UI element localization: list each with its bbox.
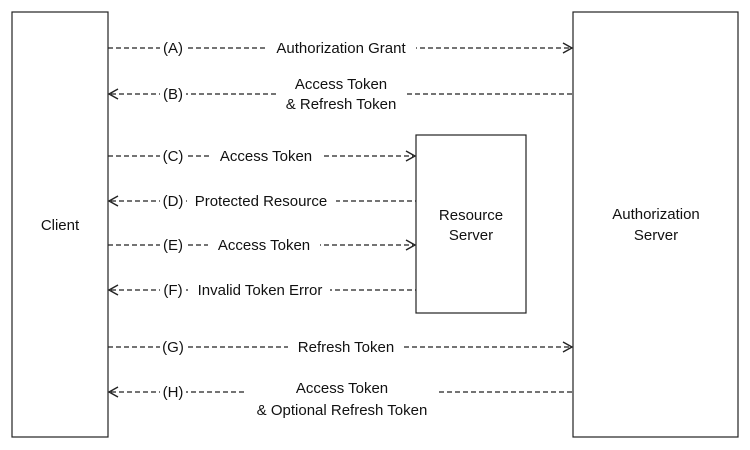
flow-f-label: Invalid Token Error — [198, 282, 323, 299]
resource-server-box: Resource Server — [415, 134, 527, 314]
flow-c-label: Access Token — [220, 148, 312, 165]
flow-e-step: (E) — [163, 237, 183, 254]
flow-e: (E) Access Token — [108, 236, 417, 254]
flow-h-label-line-1: Access Token — [296, 380, 388, 397]
flow-a-label: Authorization Grant — [276, 40, 406, 57]
resource-server-label-line-1: Resource — [439, 207, 503, 224]
flow-c-step: (C) — [163, 148, 184, 165]
resource-server-label-line-2: Server — [449, 227, 493, 244]
flow-a-step: (A) — [163, 40, 183, 57]
flow-e-label: Access Token — [218, 237, 310, 254]
flow-f: (F) Invalid Token Error — [107, 281, 416, 299]
flow-a: (A) Authorization Grant — [108, 39, 574, 57]
flow-h-label-line-2: & Optional Refresh Token — [257, 402, 428, 419]
flow-h: (H) Access Token & Optional Refresh Toke… — [107, 372, 573, 419]
flow-b: (B) Access Token & Refresh Token — [107, 74, 573, 114]
flow-g-step: (G) — [162, 339, 184, 356]
authorization-server-label-line-2: Server — [634, 227, 678, 244]
flow-g-label: Refresh Token — [298, 339, 394, 356]
authorization-server-label-line-1: Authorization — [612, 206, 700, 223]
flow-h-step: (H) — [163, 384, 184, 401]
flow-d-step: (D) — [163, 193, 184, 210]
authorization-server-box: Authorization Server — [572, 11, 739, 438]
flow-b-step: (B) — [163, 86, 183, 103]
flow-f-step: (F) — [163, 282, 182, 299]
flow-c: (C) Access Token — [108, 147, 417, 165]
flow-b-label-line-1: Access Token — [295, 76, 387, 93]
flow-b-label-line-2: & Refresh Token — [286, 96, 397, 113]
flow-d: (D) Protected Resource — [107, 192, 416, 210]
flow-g: (G) Refresh Token — [108, 338, 574, 356]
client-box: Client — [11, 11, 109, 438]
flow-d-label: Protected Resource — [195, 193, 328, 210]
client-label: Client — [41, 217, 80, 234]
